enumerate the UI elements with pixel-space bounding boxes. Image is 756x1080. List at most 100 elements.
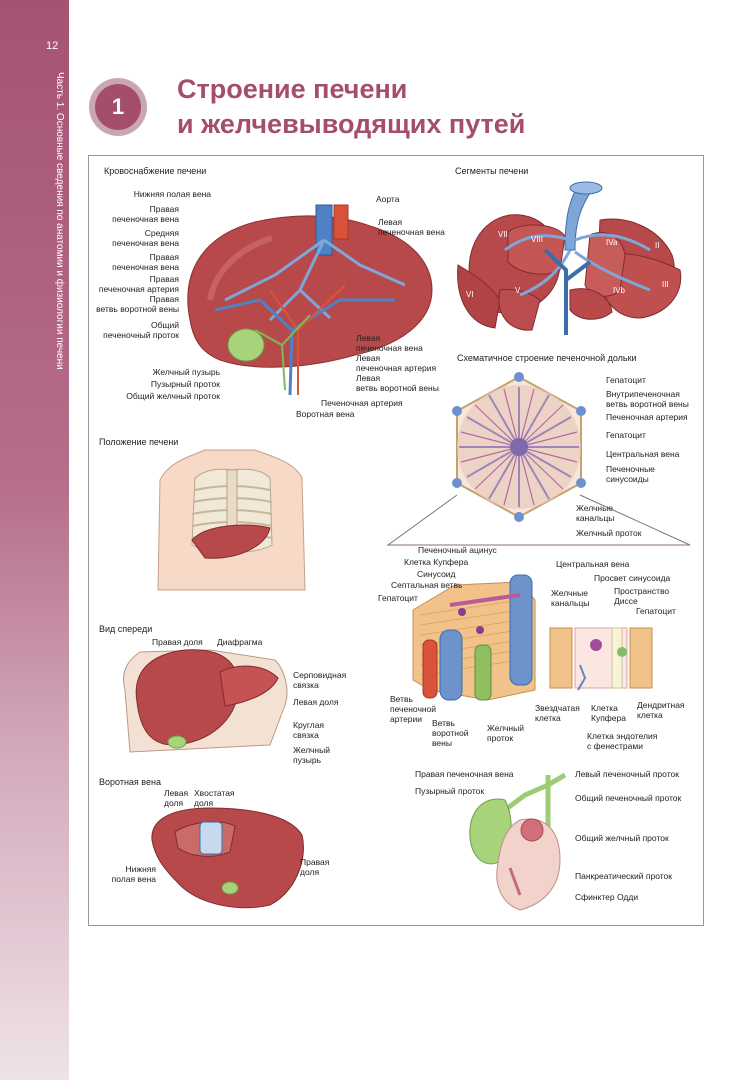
- liver-position-illustration: [157, 449, 306, 591]
- label-right-hepatic-vein-2: печеночная вена: [112, 214, 179, 224]
- label-right-hepatic-vein2-1: Правая: [149, 252, 179, 262]
- acinus-sinusoid: Синусоид: [417, 569, 456, 579]
- liver-portal-view-illustration: [151, 807, 304, 909]
- ducts-pancreatic: Панкреатический проток: [575, 871, 672, 881]
- liver-lobule-illustration: [452, 372, 586, 522]
- acinus-disse-space-2: Диссе: [614, 596, 638, 606]
- label-left-hepatic-artery-2: печеночная артерия: [356, 363, 437, 373]
- acinus-canaliculi-1: Желчные: [551, 588, 588, 598]
- acinus-ha-branch-3: артерии: [390, 714, 423, 724]
- portal-left-lobe-2: доля: [164, 798, 184, 808]
- portal-left-lobe-1: Левая: [164, 788, 189, 798]
- label-common-hepatic-duct-2: печеночный проток: [103, 330, 179, 340]
- label-portal-vein: Воротная вена: [296, 409, 355, 419]
- acinus-endothelial-2: с фенестрами: [587, 741, 643, 751]
- lobule-canaliculi-1: Желчные: [576, 503, 613, 513]
- front-falciform-2: связка: [293, 680, 319, 690]
- page-title: Строение печени и желчевыводящих путей: [177, 72, 525, 142]
- label-common-bile-duct: Общий желчный проток: [126, 391, 220, 401]
- blood-supply-title: Кровоснабжение печени: [104, 166, 207, 176]
- acinus-canaliculi-2: канальцы: [551, 598, 590, 608]
- front-right-lobe: Правая доля: [152, 637, 203, 647]
- lobule-canaliculi-2: канальцы: [576, 513, 615, 523]
- illustration-frame: [88, 155, 704, 926]
- svg-text:V: V: [515, 286, 521, 295]
- label-left-portal-branch-2: ветвь воротной вены: [356, 383, 439, 393]
- portal-ivc-1: Нижняя: [125, 864, 156, 874]
- acinus-pv-branch-1: Ветвь: [432, 718, 455, 728]
- label-left-hepatic-vein2-2: печеночная вена: [356, 343, 423, 353]
- acinus-endothelial-1: Клетка эндотелия: [587, 731, 658, 741]
- label-left-hepatic-vein-2: печеночная вена: [378, 227, 445, 237]
- page-title-line2: и желчевыводящих путей: [177, 109, 526, 139]
- chapter-title: Часть 1. Основные сведения по анатомии и…: [54, 72, 65, 370]
- front-gallbladder-1: Желчный: [293, 745, 330, 755]
- portal-caudate-lobe-2: доля: [194, 798, 214, 808]
- label-right-hepatic-artery-1: Правая: [149, 274, 179, 284]
- label-gallbladder: Желчный пузырь: [152, 367, 220, 377]
- svg-text:III: III: [662, 280, 669, 289]
- lobule-bile-duct: Желчный проток: [576, 528, 642, 538]
- acinus-kupffer: Клетка Купфера: [404, 557, 469, 567]
- ducts-common-hepatic: Общий печеночный проток: [575, 793, 682, 803]
- front-round-ligament-1: Круглая: [293, 720, 325, 730]
- lobule-hepatic-artery: Печеночная артерия: [606, 412, 688, 422]
- bile-ducts-illustration: [469, 772, 567, 911]
- chapter-sidebar: [0, 0, 69, 1080]
- lobule-intrahepatic-portal-1: Внутрипеченочная: [606, 389, 680, 399]
- acinus-central-vein: Центральная вена: [556, 559, 630, 569]
- acinus-pv-branch-3: вены: [432, 738, 452, 748]
- acinus-kupffer-2-1: Клетка: [591, 703, 618, 713]
- portal-right-lobe-2: доля: [300, 867, 320, 877]
- liver-front-view-illustration: [123, 649, 288, 753]
- ducts-right-hepatic: Правая печеночная вена: [415, 769, 514, 779]
- ducts-left-hepatic: Левый печеночный проток: [575, 769, 679, 779]
- lobule-central-vein: Центральная вена: [606, 449, 680, 459]
- label-left-portal-branch-1: Левая: [356, 373, 381, 383]
- acinus-ha-branch-1: Ветвь: [390, 694, 413, 704]
- svg-text:II: II: [655, 241, 659, 250]
- front-view-title: Вид спереди: [99, 624, 153, 634]
- front-diaphragm: Диафрагма: [217, 637, 263, 647]
- label-left-hepatic-vein2-1: Левая: [356, 333, 381, 343]
- label-common-hepatic-duct-1: Общий: [151, 320, 179, 330]
- sinusoid-detail-illustration: [549, 627, 653, 691]
- acinus-kupffer-2-2: Купфера: [591, 713, 626, 723]
- portal-title: Воротная вена: [99, 777, 161, 787]
- portal-ivc-2: полая вена: [111, 874, 156, 884]
- label-left-hepatic-vein-1: Левая: [378, 217, 403, 227]
- acinus-septal-branch: Септальная ветвь: [391, 580, 463, 590]
- svg-text:VIII: VIII: [531, 235, 543, 244]
- acinus-sinusoid-lumen: Просвет синусоида: [594, 573, 671, 583]
- lobule-sinusoids-2: синусоиды: [606, 474, 649, 484]
- label-right-hepatic-vein2-2: печеночная вена: [112, 262, 179, 272]
- page-number: 12: [46, 40, 59, 52]
- label-right-portal-branch-2: ветвь воротной вены: [96, 304, 179, 314]
- label-right-portal-branch-1: Правая: [149, 294, 179, 304]
- lobule-hepatocyte: Гепатоцит: [606, 375, 646, 385]
- label-right-hepatic-vein-1: Правая: [149, 204, 179, 214]
- label-hepatic-artery: Печеночная артерия: [321, 398, 403, 408]
- page-title-line1: Строение печени: [177, 74, 408, 104]
- segments-title: Сегменты печени: [455, 166, 529, 176]
- label-middle-hepatic-vein-2: печеночная вена: [112, 238, 179, 248]
